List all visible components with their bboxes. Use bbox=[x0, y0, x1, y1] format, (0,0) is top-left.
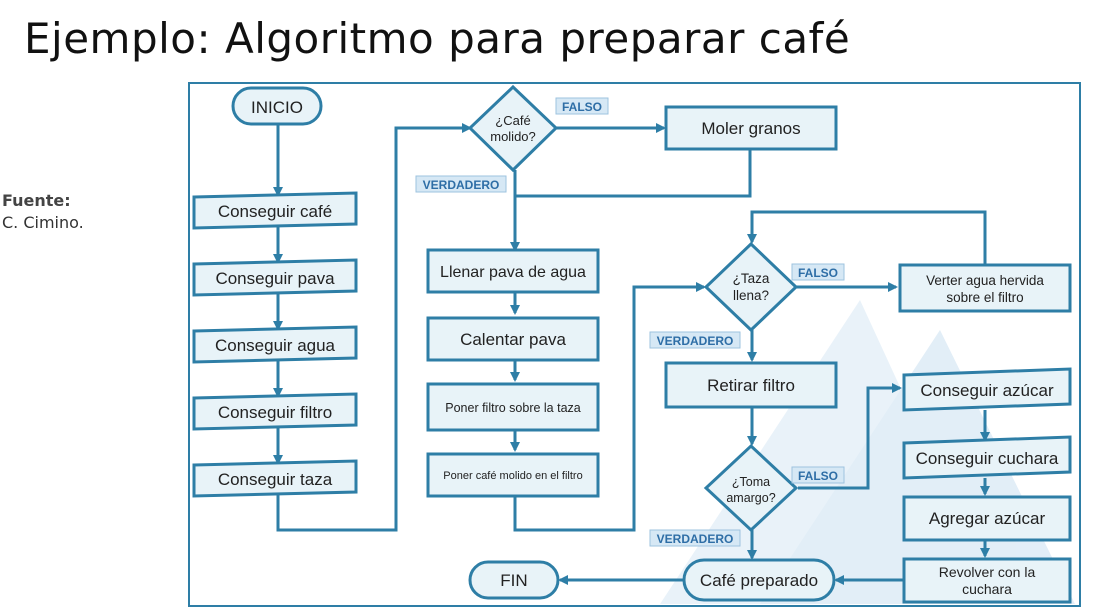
node-conseguir-agua-text: Conseguir agua bbox=[215, 336, 336, 355]
node-conseguir-azucar: Conseguir azúcar bbox=[902, 367, 1072, 412]
label-verdadero-2: VERDADERO bbox=[649, 331, 741, 349]
node-conseguir-filtro-text: Conseguir filtro bbox=[218, 403, 332, 422]
node-conseguir-pava: Conseguir pava bbox=[192, 258, 358, 297]
node-inicio: INICIO bbox=[231, 86, 323, 126]
node-cafe-preparado: Café preparado bbox=[682, 558, 836, 602]
node-verter-agua: Verter agua hervida sobre el filtro bbox=[898, 263, 1072, 313]
node-llenar-pava-text: Llenar pava de agua bbox=[440, 264, 586, 281]
node-poner-filtro: Poner filtro sobre la taza bbox=[426, 382, 600, 432]
label-falso-1-text: FALSO bbox=[562, 100, 602, 114]
decision-cafe-molido-line2: molido? bbox=[490, 129, 536, 144]
label-verdadero-1-text: VERDADERO bbox=[423, 178, 500, 192]
decision-toma-amargo-line2: amargo? bbox=[726, 491, 775, 505]
node-cafe-preparado-text: Café preparado bbox=[700, 571, 818, 590]
node-calentar-pava: Calentar pava bbox=[426, 316, 600, 362]
page-title: Ejemplo: Algoritmo para preparar café bbox=[24, 14, 851, 63]
label-falso-2: FALSO bbox=[791, 263, 845, 281]
node-poner-filtro-text: Poner filtro sobre la taza bbox=[445, 401, 581, 415]
source-credit: Fuente: C. Cimino. bbox=[2, 190, 84, 234]
node-agregar-azucar-text: Agregar azúcar bbox=[929, 509, 1046, 528]
label-verdadero-1: VERDADERO bbox=[415, 175, 507, 193]
label-falso-2-text: FALSO bbox=[798, 266, 838, 280]
node-retirar-filtro-text: Retirar filtro bbox=[707, 376, 795, 395]
node-conseguir-pava-text: Conseguir pava bbox=[215, 269, 335, 288]
label-verdadero-3-text: VERDADERO bbox=[657, 532, 734, 546]
node-poner-cafe-text: Poner café molido en el filtro bbox=[443, 470, 582, 482]
decision-cafe-molido: ¿Café molido? bbox=[467, 84, 559, 173]
node-fin-text: FIN bbox=[500, 571, 527, 590]
decision-taza-llena: ¿Taza llena? bbox=[703, 241, 799, 333]
label-falso-3-text: FALSO bbox=[798, 469, 838, 483]
decision-taza-llena-line1: ¿Taza bbox=[733, 271, 770, 286]
node-conseguir-azucar-text: Conseguir azúcar bbox=[920, 381, 1054, 400]
node-conseguir-cafe-text: Conseguir café bbox=[218, 202, 332, 221]
node-revolver-line1: Revolver con la bbox=[939, 564, 1036, 580]
node-conseguir-taza-text: Conseguir taza bbox=[218, 470, 333, 489]
node-retirar-filtro: Retirar filtro bbox=[664, 361, 838, 409]
label-falso-1: FALSO bbox=[555, 97, 609, 115]
node-conseguir-taza: Conseguir taza bbox=[192, 459, 358, 498]
decision-taza-llena-line2: llena? bbox=[733, 288, 769, 303]
node-agregar-azucar: Agregar azúcar bbox=[902, 495, 1072, 542]
decision-toma-amargo: ¿Toma amargo? bbox=[703, 443, 799, 533]
node-moler-granos: Moler granos bbox=[664, 105, 838, 151]
node-conseguir-filtro: Conseguir filtro bbox=[192, 392, 358, 431]
label-verdadero-3: VERDADERO bbox=[649, 529, 741, 547]
node-conseguir-cuchara: Conseguir cuchara bbox=[902, 435, 1072, 480]
node-verter-agua-line2: sobre el filtro bbox=[946, 290, 1023, 305]
label-falso-3: FALSO bbox=[791, 466, 845, 484]
label-verdadero-2-text: VERDADERO bbox=[657, 334, 734, 348]
node-llenar-pava: Llenar pava de agua bbox=[426, 248, 600, 294]
node-fin: FIN bbox=[468, 560, 560, 600]
node-poner-cafe: Poner café molido en el filtro bbox=[426, 452, 600, 498]
node-calentar-pava-text: Calentar pava bbox=[460, 330, 566, 349]
connectors bbox=[273, 122, 990, 585]
node-verter-agua-line1: Verter agua hervida bbox=[926, 273, 1044, 288]
node-revolver: Revolver con la cuchara bbox=[902, 557, 1072, 604]
source-author: C. Cimino. bbox=[2, 213, 84, 232]
node-conseguir-agua: Conseguir agua bbox=[192, 325, 358, 364]
node-revolver-line2: cuchara bbox=[962, 581, 1012, 597]
decision-toma-amargo-line1: ¿Toma bbox=[732, 475, 770, 489]
node-conseguir-cafe: Conseguir café bbox=[192, 191, 358, 230]
decision-cafe-molido-line1: ¿Café bbox=[495, 113, 530, 128]
node-moler-granos-text: Moler granos bbox=[701, 119, 800, 138]
node-inicio-text: INICIO bbox=[251, 98, 303, 117]
node-conseguir-cuchara-text: Conseguir cuchara bbox=[916, 449, 1059, 468]
source-label: Fuente: bbox=[2, 191, 71, 210]
